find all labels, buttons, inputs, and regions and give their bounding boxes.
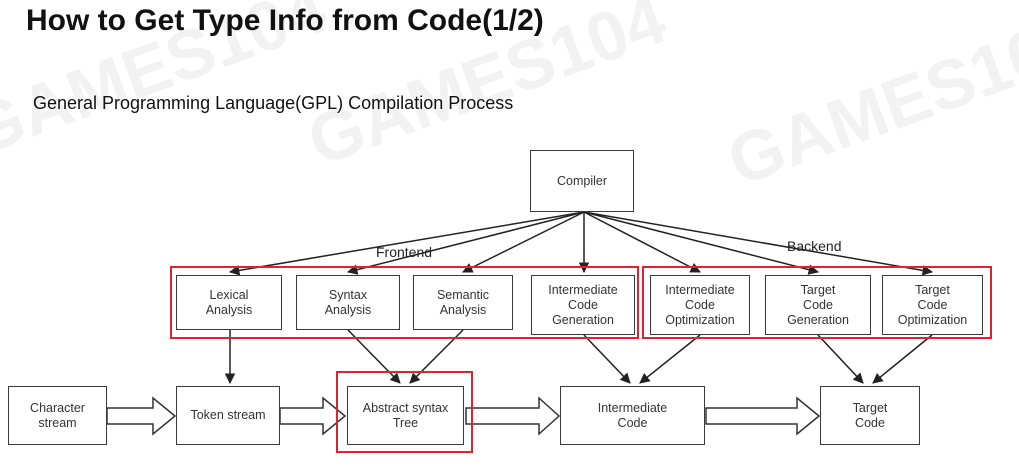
edge-tcg-target bbox=[817, 334, 864, 384]
stage-lexical-analysis: Lexical Analysis bbox=[176, 275, 282, 330]
block-arrow-2 bbox=[279, 396, 347, 436]
backend-label: Backend bbox=[787, 238, 842, 254]
stage-target-code-optimization: Target Code Optimization bbox=[882, 275, 983, 335]
edge-ico-ir bbox=[639, 334, 701, 384]
stage-target-code-generation: Target Code Generation bbox=[765, 275, 871, 335]
diagram-subtitle: General Programming Language(GPL) Compil… bbox=[33, 93, 514, 113]
stage-syntax-analysis: Syntax Analysis bbox=[296, 275, 400, 330]
edge-compiler-tcg bbox=[583, 211, 820, 275]
artifact-token-stream: Token stream bbox=[176, 386, 280, 445]
frontend-highlight-frame bbox=[170, 266, 639, 339]
artifact-target-code: Target Code bbox=[820, 386, 920, 445]
edge-tco-target bbox=[872, 334, 933, 384]
page-title: How to Get Type Info from Code(1/2) bbox=[26, 4, 544, 37]
backend-highlight-frame bbox=[642, 266, 992, 339]
artifact-character-stream: Character stream bbox=[8, 386, 107, 445]
artifact-abstract-syntax-tree: Abstract syntax Tree bbox=[347, 386, 464, 445]
frontend-label: Frontend bbox=[376, 244, 433, 260]
stage-intermediate-code-optimization: Intermediate Code Optimization bbox=[650, 275, 750, 335]
stage-intermediate-code-generation: Intermediate Code Generation bbox=[531, 275, 635, 335]
compiler-node: Compiler bbox=[530, 150, 634, 212]
edge-compiler-tco bbox=[583, 211, 934, 276]
edge-compiler-lexical bbox=[228, 211, 585, 276]
block-arrow-3 bbox=[465, 396, 561, 436]
edge-icg-ir bbox=[583, 334, 631, 384]
block-arrow-4 bbox=[705, 396, 821, 436]
edge-compiler-syntax bbox=[346, 211, 585, 275]
stage-semantic-analysis: Semantic Analysis bbox=[413, 275, 513, 330]
artifact-intermediate-code: Intermediate Code bbox=[560, 386, 705, 445]
edge-compiler-ico bbox=[583, 211, 701, 273]
block-arrow-1 bbox=[106, 396, 177, 436]
ast-highlight-frame bbox=[336, 371, 473, 453]
edge-compiler-semantic bbox=[462, 211, 585, 273]
